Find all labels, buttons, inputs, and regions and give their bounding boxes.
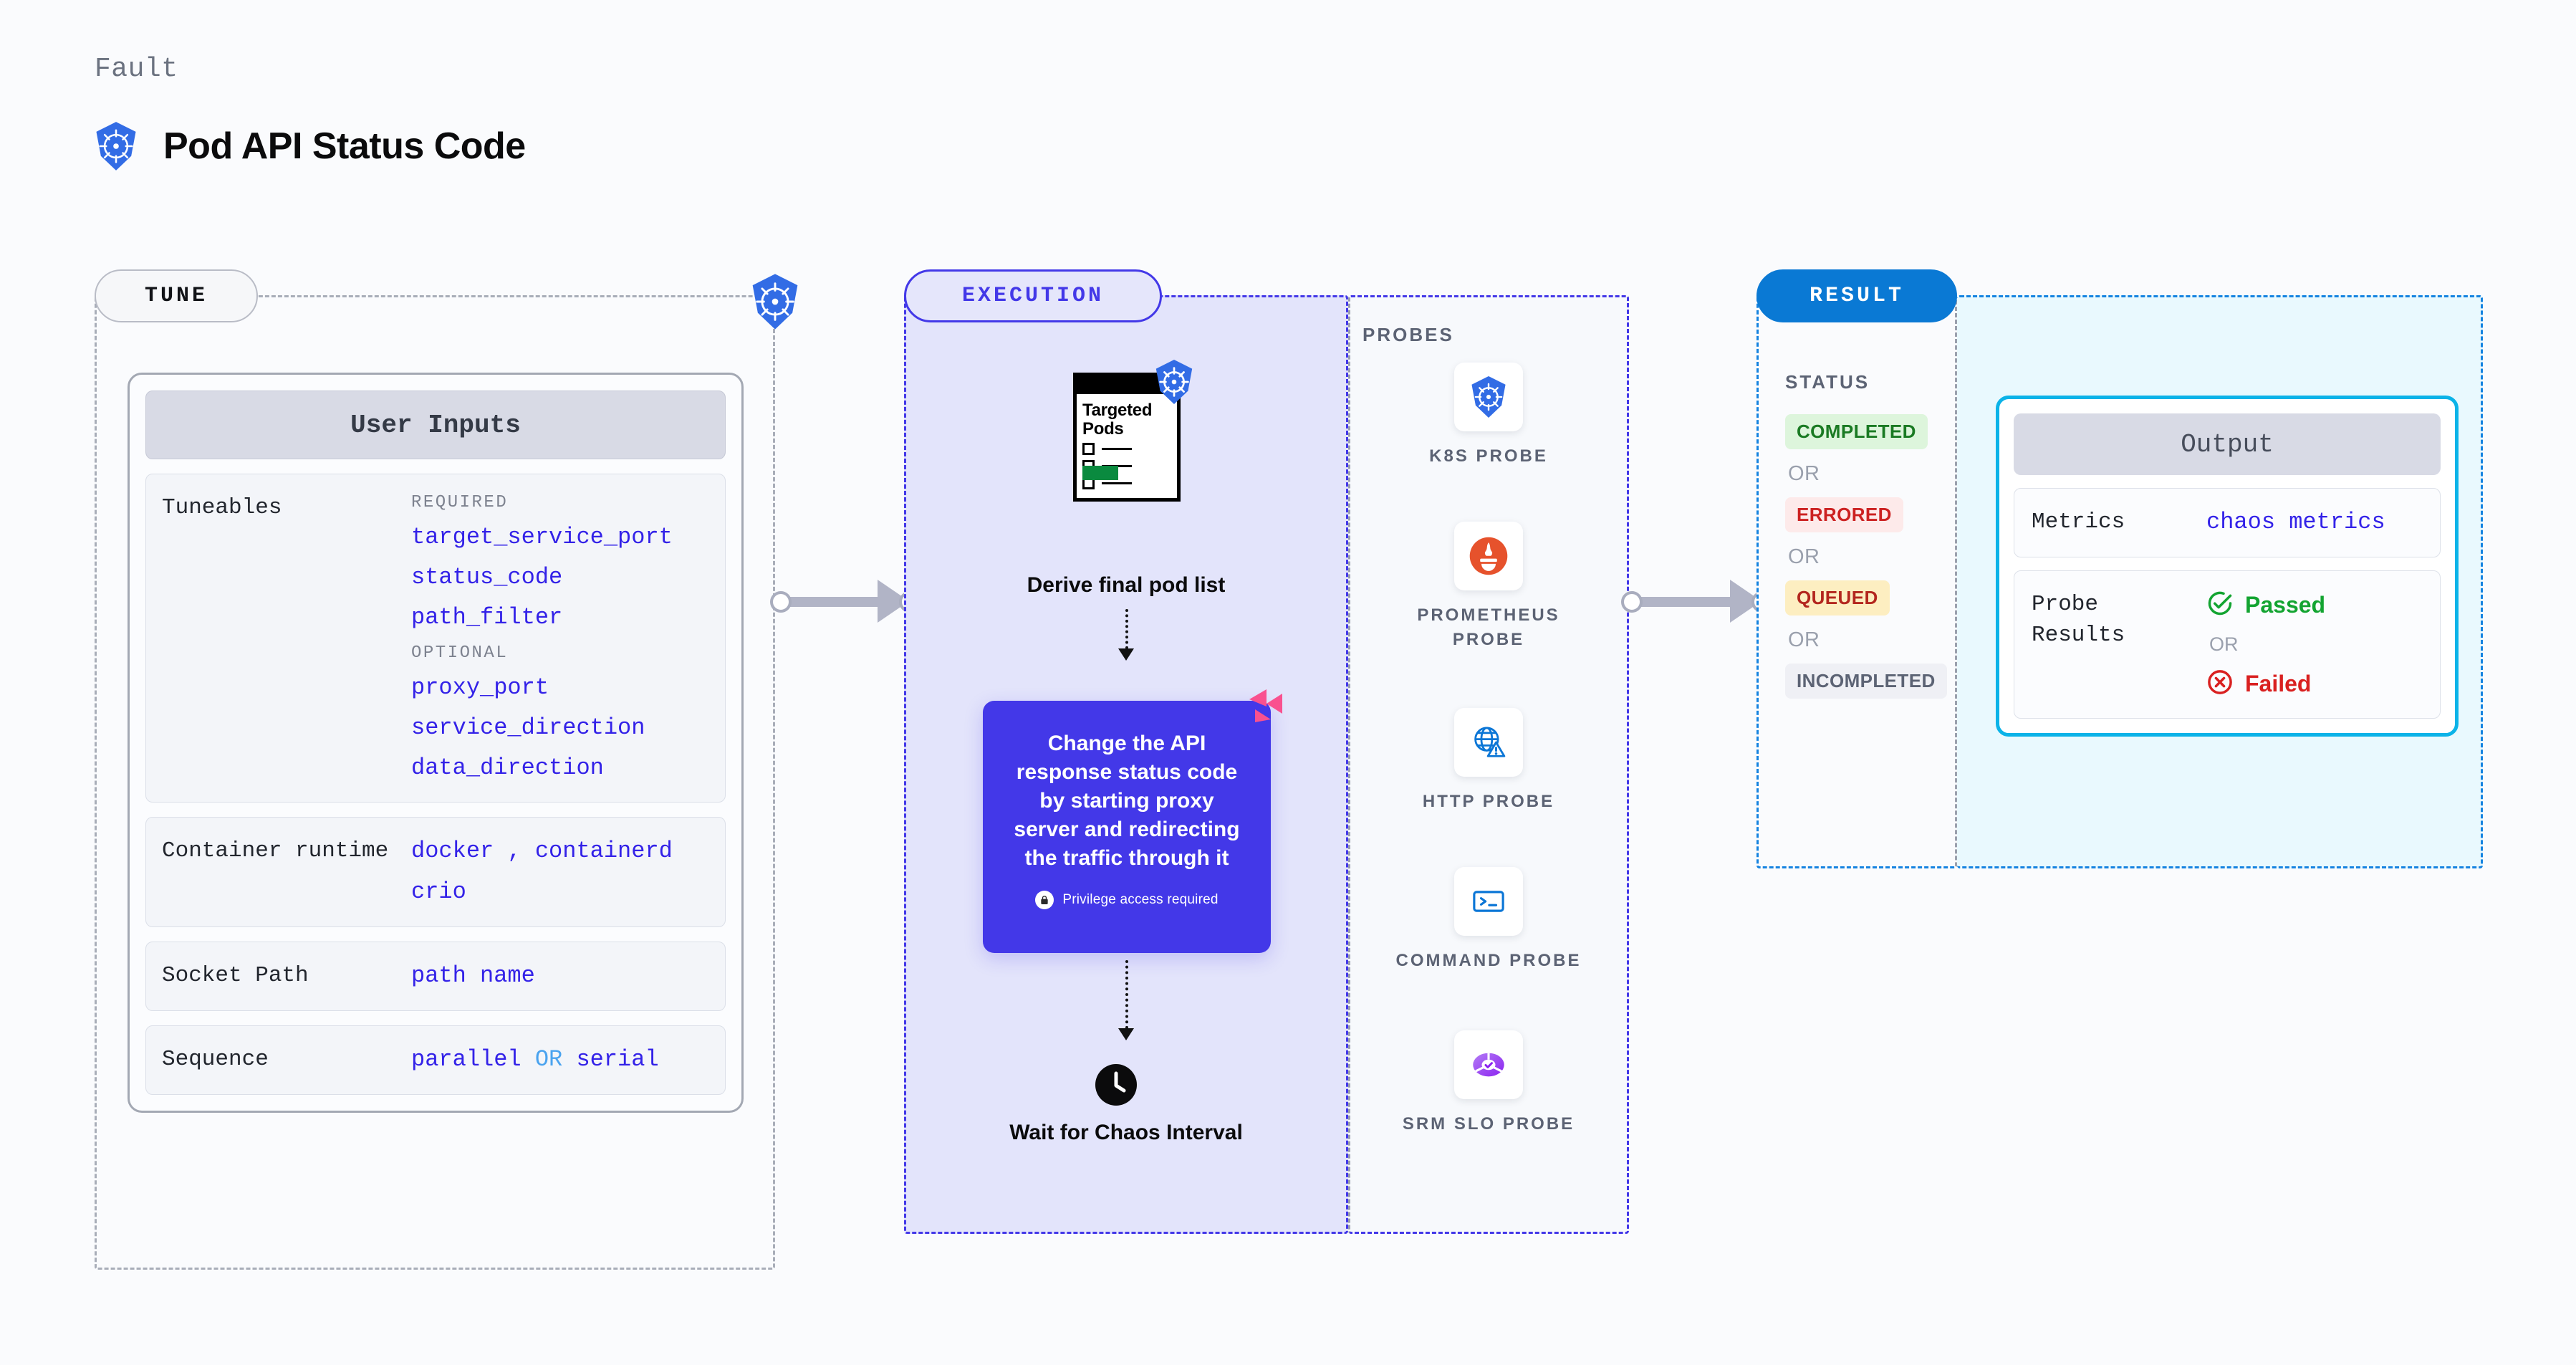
- probe-label: SRM SLO PROBE: [1402, 1114, 1575, 1134]
- execution-stage-badge[interactable]: EXECUTION: [904, 269, 1162, 322]
- tunable-service-direction[interactable]: service_direction: [411, 714, 645, 741]
- action-description: Change the API response status code by s…: [1014, 732, 1240, 870]
- socket-path-value: path name: [411, 962, 535, 990]
- fault-eyebrow-label: Fault: [95, 54, 178, 85]
- probe-item-command[interactable]: COMMAND PROBE: [1348, 867, 1629, 973]
- tunable-path-filter[interactable]: path_filter: [411, 604, 563, 631]
- probe-label: HTTP PROBE: [1422, 792, 1555, 811]
- probe-result-failed: Failed: [2206, 669, 2325, 699]
- kubernetes-icon: [747, 272, 803, 331]
- privilege-access-note: Privilege access required: [1035, 891, 1219, 910]
- container-runtime-row: Container runtime docker , containerd cr…: [145, 817, 726, 928]
- probe-item-k8s[interactable]: K8S PROBE: [1348, 363, 1629, 469]
- status-badge-errored: ERRORED: [1785, 497, 1903, 532]
- user-inputs-header: User Inputs: [145, 391, 726, 459]
- tunable-proxy-port[interactable]: proxy_port: [411, 674, 549, 701]
- probe-result-passed: Passed: [2206, 590, 2325, 621]
- sequence-value-serial: serial: [576, 1046, 659, 1073]
- status-title: STATUS: [1785, 371, 1870, 393]
- probe-item-srm-slo[interactable]: SRM SLO PROBE: [1348, 1030, 1629, 1136]
- sequence-value-parallel: parallel: [411, 1046, 522, 1073]
- failed-label: Failed: [2245, 670, 2312, 696]
- optional-group-heading: OPTIONAL: [411, 643, 509, 663]
- status-or-3: OR: [1788, 628, 1820, 651]
- metrics-label: Metrics: [2032, 509, 2125, 535]
- execution-action-card: Change the API response status code by s…: [983, 689, 1282, 953]
- container-runtime-value-1: docker , containerd: [411, 838, 673, 865]
- metrics-row: Metrics chaos metrics: [2014, 488, 2441, 557]
- x-circle-icon: [2206, 669, 2234, 699]
- container-runtime-label: Container runtime: [162, 838, 389, 864]
- sequence-row: Sequence parallel OR serial: [145, 1025, 726, 1095]
- status-or-2: OR: [1788, 545, 1820, 568]
- probe-item-prometheus[interactable]: PROMETHEUS PROBE: [1348, 522, 1629, 651]
- socket-path-row: Socket Path path name: [145, 942, 726, 1012]
- probes-title: PROBES: [1363, 324, 1454, 345]
- connector-arrow-down-2: [1115, 960, 1137, 1040]
- tuneables-row: Tuneables REQUIRED target_service_port s…: [145, 474, 726, 803]
- prometheus-icon: [1454, 522, 1523, 590]
- harness-logo-icon: [1245, 685, 1287, 727]
- probe-item-http[interactable]: HTTP PROBE: [1348, 708, 1629, 814]
- status-badge-incompleted: INCOMPLETED: [1785, 664, 1947, 699]
- result-stage-badge[interactable]: RESULT: [1756, 269, 1957, 322]
- kubernetes-icon: [92, 120, 140, 172]
- tunable-data-direction[interactable]: data_direction: [411, 755, 604, 782]
- output-header: Output: [2014, 413, 2441, 475]
- kubernetes-icon: [1152, 358, 1196, 406]
- page-title-row: Pod API Status Code: [92, 120, 526, 172]
- container-runtime-value-2: crio: [411, 878, 466, 906]
- status-badge-completed: COMPLETED: [1785, 414, 1928, 449]
- targeted-pods-doc-title: Targeted Pods: [1082, 401, 1153, 439]
- socket-path-label: Socket Path: [162, 963, 309, 989]
- page-title: Pod API Status Code: [163, 125, 526, 167]
- tune-to-execution-arrow: [770, 580, 921, 623]
- terminal-icon: [1454, 867, 1523, 936]
- probe-label: PROMETHEUS PROBE: [1417, 605, 1560, 649]
- tune-stage-badge[interactable]: TUNE: [95, 269, 258, 322]
- execution-to-result-arrow: [1621, 580, 1773, 623]
- kubernetes-icon: [1454, 363, 1523, 431]
- probe-label: K8S PROBE: [1429, 446, 1548, 466]
- output-card: Output Metrics chaos metrics Probe Resul…: [1996, 396, 2459, 737]
- http-globe-warning-icon: [1454, 708, 1523, 777]
- tunable-target-service-port[interactable]: target_service_port: [411, 524, 673, 550]
- probe-label: COMMAND PROBE: [1395, 951, 1582, 970]
- sequence-or-label: OR: [534, 1046, 563, 1073]
- derive-final-pod-list-caption: Derive final pod list: [1027, 573, 1226, 597]
- status-or-1: OR: [1788, 462, 1820, 485]
- lock-icon: [1035, 891, 1054, 910]
- user-inputs-card: User Inputs Tuneables REQUIRED target_se…: [128, 373, 744, 1113]
- probe-results-label: Probe Results: [2032, 591, 2125, 648]
- wait-for-chaos-interval-caption: Wait for Chaos Interval: [1009, 1121, 1243, 1144]
- connector-arrow-down-1: [1115, 609, 1137, 661]
- probe-results-row: Probe Results Passed OR: [2014, 570, 2441, 719]
- targeted-pods-document-icon: Targeted Pods: [1073, 373, 1181, 502]
- status-list: COMPLETED OR ERRORED OR QUEUED OR INCOMP…: [1785, 414, 1947, 699]
- status-badge-queued: QUEUED: [1785, 580, 1890, 616]
- tunable-status-code[interactable]: status_code: [411, 564, 563, 591]
- sequence-label: Sequence: [162, 1047, 269, 1073]
- required-group-heading: REQUIRED: [411, 493, 509, 512]
- sequence-value: parallel OR serial: [411, 1045, 709, 1076]
- clock-icon: [1095, 1063, 1138, 1106]
- check-circle-icon: [2206, 590, 2234, 621]
- probe-result-or: OR: [2209, 633, 2239, 655]
- privilege-note-text: Privilege access required: [1062, 892, 1219, 908]
- passed-label: Passed: [2245, 591, 2326, 618]
- metrics-value: chaos metrics: [2206, 509, 2385, 535]
- tuneables-label: Tuneables: [162, 495, 282, 520]
- srm-slo-donut-icon: [1454, 1030, 1523, 1099]
